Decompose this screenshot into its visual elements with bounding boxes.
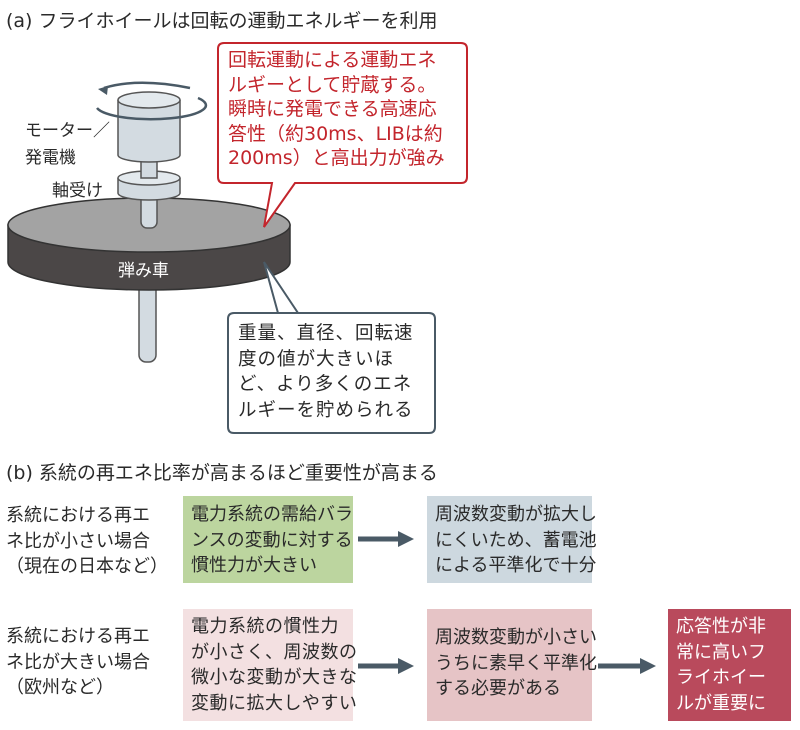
callout-line: 200ms）と高出力が強み	[228, 147, 445, 169]
arrow-right-icon	[598, 658, 656, 674]
row1-inertia-box: 電力系統の需給バラ ンスの変動に対する 慣性力が大きい	[183, 496, 353, 583]
callout-line: ど、より多くのエネ	[238, 374, 413, 395]
gray-callout-bubble	[227, 261, 436, 434]
row-label-line: （現在の日本など）	[6, 556, 168, 577]
callout-line: ルギーを貯められる	[238, 399, 414, 421]
box-line: ルが重要に	[676, 692, 766, 714]
box-line: する必要がある	[435, 678, 561, 699]
row-label-line: ネ比が大きい場合	[6, 651, 150, 673]
callout-line: 答性（約30ms、LIBは約	[228, 122, 443, 145]
box-line: 微小な変動が大きな	[191, 667, 358, 688]
box-line: 周波数変動が拡大し	[435, 504, 597, 525]
row-label-line: 系統における再エ	[6, 626, 150, 647]
callout-line: 瞬時に発電できる高速応	[228, 98, 437, 120]
box-line: 電力系統の慣性力	[191, 616, 339, 637]
row-label-line: ネ比が小さい場合	[6, 530, 150, 552]
bearing-label: 軸受け	[52, 181, 103, 201]
flow-arrows	[358, 531, 656, 674]
box-line: ンスの変動に対する	[191, 529, 353, 551]
arrow-right-icon	[358, 658, 414, 674]
box-line: による平準化で十分	[435, 555, 597, 576]
arrow-right-icon	[358, 531, 414, 547]
callout-line: 回転運動による運動エネ	[228, 49, 437, 71]
flywheel-illustration	[7, 42, 468, 434]
box-line: うちに素早く平準化	[435, 652, 597, 674]
box-line: 慣性力が大きい	[191, 555, 317, 576]
box-line: にくいため、蓄電池	[435, 529, 597, 551]
red-callout-text: 回転運動による運動エネ ルギーとして貯蔵する。 瞬時に発電できる高速応 答性（約…	[228, 48, 445, 171]
row-label-line: （欧州など）	[6, 677, 114, 698]
box-line: 応答性が非	[676, 616, 766, 637]
box-line: 電力系統の需給バラ	[191, 504, 353, 525]
row2-inertia-box: 電力系統の慣性力 が小さく、周波数の 微小な変動が大きな 変動に拡大しやすい	[183, 609, 358, 721]
row-label-line: 系統における再エ	[6, 505, 150, 526]
box-line: 変動に拡大しやすい	[191, 692, 358, 714]
section-a-title: (a) フライホイールは回転の運動エネルギーを利用	[6, 10, 438, 32]
row2-result-box: 周波数変動が小さい うちに素早く平準化 する必要がある	[427, 609, 597, 721]
flywheel-label: 弾み車	[118, 261, 169, 281]
callout-line: 重量、直径、回転速	[238, 323, 414, 344]
motor-label-line1: モーター／	[25, 121, 110, 141]
row2-label: 系統における再エ ネ比が大きい場合 （欧州など）	[6, 624, 150, 701]
callout-line: 度の値が大きいほ	[238, 348, 395, 370]
row2-flywheel-box: 応答性が非 常に高いフ ライホイー ルが重要に	[668, 609, 791, 721]
box-line: が小さく、周波数の	[191, 641, 358, 663]
rotation-arrow-icon	[96, 96, 208, 121]
section-b-title: (b) 系統の再エネ比率が高まるほど重要性が高まる	[6, 462, 438, 484]
motor-label-line2: 発電機	[25, 148, 76, 168]
box-line: 常に高いフ	[676, 641, 766, 663]
red-callout-bubble	[217, 42, 468, 228]
box-line: ライホイー	[676, 667, 766, 688]
gray-callout-text: 重量、直径、回転速 度の値が大きいほ ど、より多くのエネ ルギーを貯められる	[238, 321, 414, 423]
callout-line: ルギーとして貯蔵する。	[228, 73, 437, 96]
row1-label: 系統における再エ ネ比が小さい場合 （現在の日本など）	[6, 503, 168, 580]
row1-result-box: 周波数変動が拡大し にくいため、蓄電池 による平準化で十分	[427, 496, 597, 583]
motor-generator	[117, 91, 181, 109]
box-line: 周波数変動が小さい	[435, 627, 597, 648]
